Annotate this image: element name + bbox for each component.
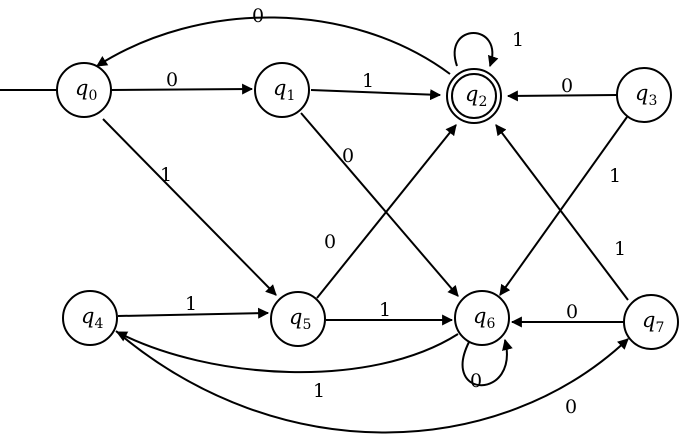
- state-q3: q3: [616, 67, 672, 123]
- state-name: q: [81, 304, 94, 328]
- state-name: q: [465, 82, 478, 106]
- transition-label-q5-q6: 1: [379, 299, 391, 321]
- transition-q6-q6: [461, 338, 513, 387]
- transition-label-q2-q2: 1: [512, 29, 524, 51]
- state-subscript: 3: [648, 93, 657, 109]
- transition-q1-q6: [300, 112, 459, 297]
- state-q0: q0: [56, 62, 112, 118]
- state-q1: q1: [254, 62, 310, 118]
- transition-q7-q2: [495, 124, 629, 301]
- state-circle: [62, 290, 118, 346]
- transition-q0-q1: [110, 83, 254, 95]
- transition-q2-q0: [96, 16, 451, 75]
- transition-label-q4-q7: 0: [565, 396, 577, 418]
- state-circle: [623, 294, 679, 350]
- state-q4: q4: [62, 290, 118, 346]
- state-name: q: [642, 308, 655, 332]
- transition-label-q6-q4: 1: [313, 380, 325, 402]
- transition-q1-q2: [310, 89, 442, 101]
- state-subscript: 5: [302, 317, 311, 333]
- state-name: q: [75, 76, 88, 100]
- state-name: q: [289, 305, 302, 329]
- transition-label-q4-q5: 1: [185, 293, 197, 315]
- state-label: q2: [465, 82, 487, 110]
- state-q2: q2: [446, 68, 502, 124]
- state-name: q: [273, 76, 286, 100]
- state-q6: q6: [454, 290, 510, 346]
- transition-label-q5-q2: 0: [324, 231, 336, 253]
- state-label: q0: [75, 76, 97, 104]
- state-subscript: 4: [94, 316, 103, 332]
- accepting-ring: [451, 73, 497, 119]
- transition-q3-q2: [506, 90, 618, 102]
- state-q7: q7: [623, 294, 679, 350]
- state-subscript: 0: [88, 88, 97, 104]
- transitions-layer: [0, 16, 629, 434]
- state-label: q6: [473, 304, 495, 332]
- state-circle: [270, 291, 326, 347]
- transition-label-q7-q2: 1: [614, 238, 626, 260]
- state-name: q: [635, 81, 648, 105]
- state-label: q7: [642, 308, 664, 336]
- transition-q4-q7: [115, 330, 629, 434]
- state-circle: [454, 290, 510, 346]
- transition-label-q6-q6: 0: [470, 370, 482, 392]
- state-label: q4: [81, 304, 103, 332]
- transition-label-q1-q2: 1: [362, 70, 374, 92]
- state-circle: [56, 62, 112, 118]
- state-label: q1: [273, 76, 295, 104]
- transition-q2-q2: [453, 32, 499, 68]
- state-circle: [616, 67, 672, 123]
- transition-label-q1-q6: 0: [342, 145, 354, 167]
- state-circle: [254, 62, 310, 118]
- transition-q0-q5: [102, 118, 277, 296]
- transition-labels-layer: 0 1 1 0 0 1 0 1 1 0 0 1 1 0 1 0: [160, 5, 626, 418]
- transition-q4-q5: [117, 307, 270, 319]
- transition-label-q0-q5: 1: [160, 164, 172, 186]
- state-subscript: 2: [478, 94, 487, 110]
- transition-label-q7-q6: 0: [566, 301, 578, 323]
- transition-q3-q6: [499, 116, 628, 296]
- state-subscript: 6: [486, 316, 495, 332]
- transition-q5-q2: [316, 124, 457, 299]
- transition-q6-q4: [116, 331, 459, 374]
- state-q5: q5: [270, 291, 326, 347]
- state-subscript: 1: [286, 88, 295, 104]
- state-name: q: [473, 304, 486, 328]
- state-subscript: 7: [655, 320, 664, 336]
- transition-label-q0-q1: 0: [166, 69, 178, 91]
- state-label: q3: [635, 81, 657, 109]
- state-label: q5: [289, 305, 311, 333]
- transition-label-q3-q2: 0: [561, 75, 573, 97]
- transition-label-q3-q6: 1: [609, 165, 621, 187]
- transition-label-q2-q0: 0: [252, 5, 264, 27]
